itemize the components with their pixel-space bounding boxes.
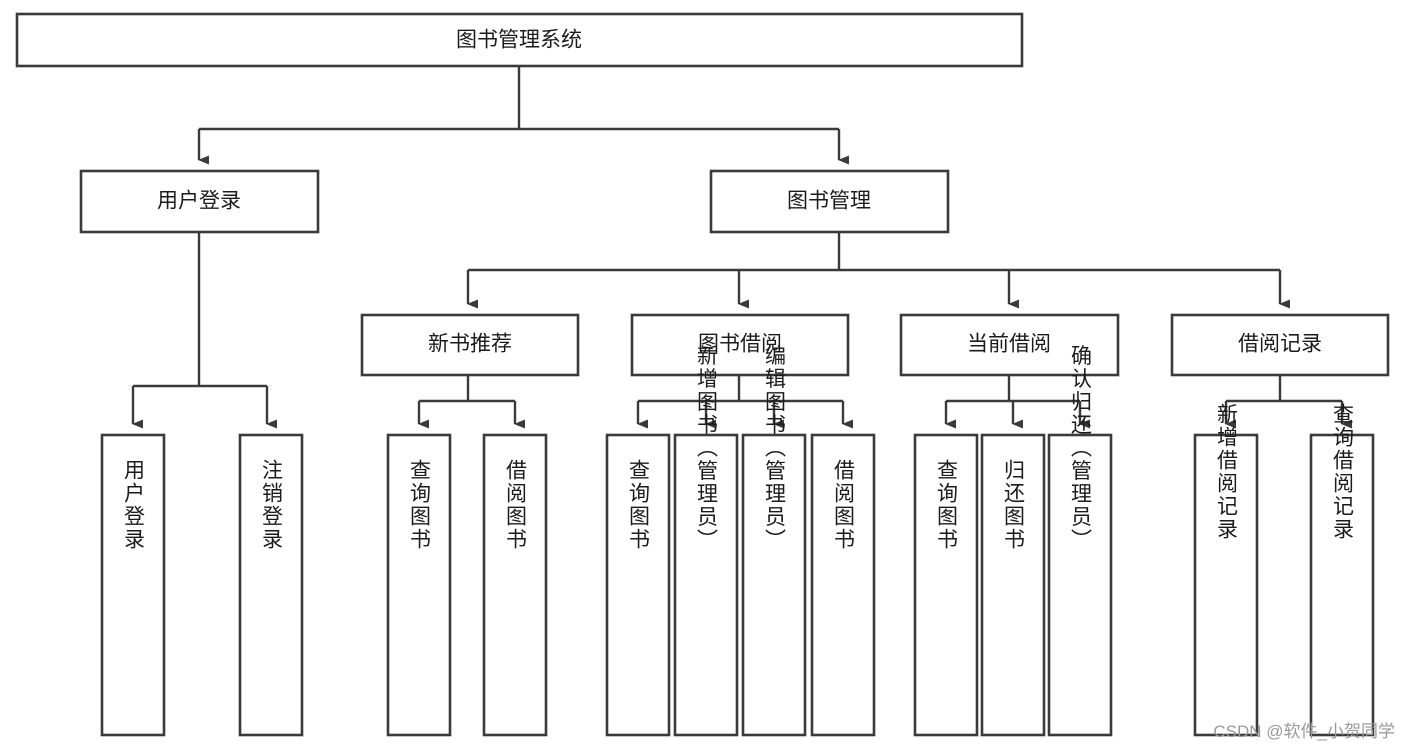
node-book-borrow-label: 图书借阅 <box>698 333 782 356</box>
leaf-borrow-edit-label: 编辑图书（管理员） <box>763 345 787 552</box>
leaf-node[interactable]: 查询图书 <box>386 433 452 737</box>
leaf-logout-box[interactable] <box>238 433 304 737</box>
leaf-node[interactable]: 借阅图书 <box>482 433 548 737</box>
leaf-newbook-borrow-label: 借阅图书 <box>504 459 528 551</box>
leaf-borrow-query-box[interactable] <box>605 433 671 737</box>
leaf-user-login-label: 用户登录 <box>122 459 146 551</box>
leaf-node[interactable]: 新增图书（管理员） <box>673 345 739 737</box>
leaf-node[interactable]: 确认归还（管理员） <box>1047 345 1113 737</box>
connector-group-book-borrow <box>636 375 853 429</box>
leaf-borrow-add-box[interactable] <box>673 433 739 737</box>
node-root-label: 图书管理系统 <box>456 29 582 52</box>
leaf-current-query-label: 查询图书 <box>935 459 959 551</box>
leaf-borrow-book-box[interactable] <box>810 433 876 737</box>
node-borrow-record[interactable]: 借阅记录 <box>1170 313 1390 377</box>
leaf-node[interactable]: 注销登录 <box>238 433 304 737</box>
node-new-book-recommend[interactable]: 新书推荐 <box>360 313 580 377</box>
node-book-borrow[interactable]: 图书借阅 <box>630 313 850 377</box>
leaf-record-add-box[interactable] <box>1193 433 1259 737</box>
leaf-current-query-box[interactable] <box>913 433 979 737</box>
node-user-login-label: 用户登录 <box>157 190 241 213</box>
connector-group-root <box>197 66 849 165</box>
node-book-borrow-box[interactable] <box>630 313 850 377</box>
leaf-newbook-borrow-box[interactable] <box>482 433 548 737</box>
leaf-current-confirm-box[interactable] <box>1047 433 1113 737</box>
leaf-node[interactable]: 新增借阅记录 <box>1193 403 1259 737</box>
connector-group-book-manage <box>466 232 1290 309</box>
node-new-book-recommend-label: 新书推荐 <box>428 333 512 356</box>
leaf-newbook-query-box[interactable] <box>386 433 452 737</box>
leaf-node[interactable]: 编辑图书（管理员） <box>741 345 807 737</box>
node-new-book-recommend-box[interactable] <box>360 313 580 377</box>
leaf-node[interactable]: 查询图书 <box>913 433 979 737</box>
leaf-node[interactable]: 用户登录 <box>100 433 166 737</box>
leaf-node[interactable]: 借阅图书 <box>810 433 876 737</box>
connector-group-new-book <box>417 375 525 429</box>
leaf-current-return-label: 归还图书 <box>1002 459 1026 551</box>
node-current-borrow-label: 当前借阅 <box>967 333 1051 356</box>
connector-group-user-login <box>131 232 277 429</box>
leaf-borrow-query-label: 查询图书 <box>627 459 651 551</box>
leaf-current-return-box[interactable] <box>980 433 1046 737</box>
leaf-borrow-book-label: 借阅图书 <box>832 459 856 551</box>
leaf-record-query-box[interactable] <box>1309 433 1375 737</box>
node-current-borrow[interactable]: 当前借阅 <box>899 313 1120 377</box>
leaf-node[interactable]: 查询图书 <box>605 433 671 737</box>
leaf-user-login-box[interactable] <box>100 433 166 737</box>
connector-group-current-borrow <box>944 375 1090 429</box>
leaf-borrow-edit-box[interactable] <box>741 433 807 737</box>
leaf-borrow-add-label: 新增图书（管理员） <box>695 345 719 552</box>
leaf-record-query-label: 查询借阅记录 <box>1331 403 1355 541</box>
leaf-logout-label: 注销登录 <box>260 459 284 551</box>
node-user-login[interactable]: 用户登录 <box>79 169 320 234</box>
node-root-box[interactable] <box>15 12 1024 68</box>
leaf-newbook-query-label: 查询图书 <box>408 459 432 551</box>
node-user-login-box[interactable] <box>79 169 320 234</box>
node-root[interactable]: 图书管理系统 <box>15 12 1024 68</box>
node-current-borrow-box[interactable] <box>899 313 1120 377</box>
node-book-manage-box[interactable] <box>709 169 950 234</box>
node-book-manage-label: 图书管理 <box>787 190 871 213</box>
leaf-node[interactable]: 归还图书 <box>980 433 1046 737</box>
leaf-current-confirm-label: 确认归还（管理员） <box>1069 345 1093 552</box>
node-borrow-record-label: 借阅记录 <box>1238 333 1322 356</box>
leaf-record-add-label: 新增借阅记录 <box>1215 403 1239 541</box>
connector-group-borrow-record <box>1224 375 1352 429</box>
node-borrow-record-box[interactable] <box>1170 313 1390 377</box>
leaf-node[interactable]: 查询借阅记录 <box>1309 403 1375 737</box>
node-book-manage[interactable]: 图书管理 <box>709 169 950 234</box>
